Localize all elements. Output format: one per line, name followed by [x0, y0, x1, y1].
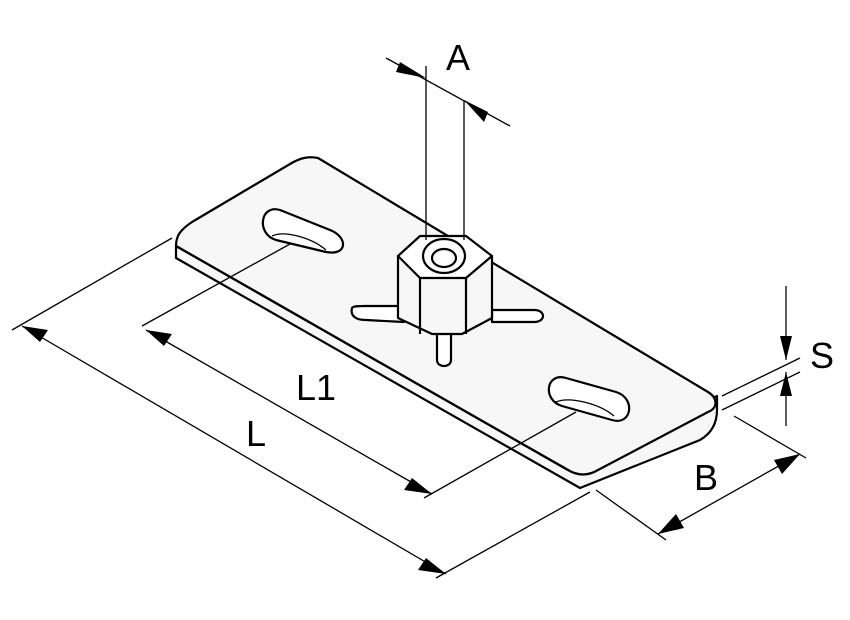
dimension-l1: L1	[141, 243, 577, 499]
dimension-b-label: B	[694, 457, 718, 498]
dimension-s-arrow-2	[780, 372, 792, 396]
dimension-l-arrow-1	[22, 326, 48, 342]
dimension-l: L	[11, 237, 591, 579]
dimension-b: B	[595, 415, 807, 541]
dimension-a-arrow-1	[396, 62, 426, 78]
dimension-b-arrow-2	[774, 454, 800, 474]
dimension-l1-arrow-1	[146, 330, 172, 346]
slot-right	[547, 376, 631, 422]
dimension-s-arrow-1	[780, 336, 792, 360]
hex-nut	[396, 234, 494, 336]
dimension-l-label: L	[246, 413, 266, 454]
dimension-a-arrow-2	[464, 100, 488, 122]
dimension-l1-label: L1	[296, 367, 336, 408]
dimension-l1-arrow-2	[404, 478, 432, 494]
dimension-b-arrow-1	[658, 514, 684, 534]
dimension-s: S	[721, 286, 834, 426]
dimension-l-arrow-2	[418, 558, 446, 574]
slot-left	[261, 208, 345, 254]
cross-ribs	[350, 304, 545, 368]
dimension-a-label: A	[446, 37, 470, 78]
dimension-s-label: S	[810, 335, 834, 376]
dimension-a: A	[385, 37, 511, 240]
